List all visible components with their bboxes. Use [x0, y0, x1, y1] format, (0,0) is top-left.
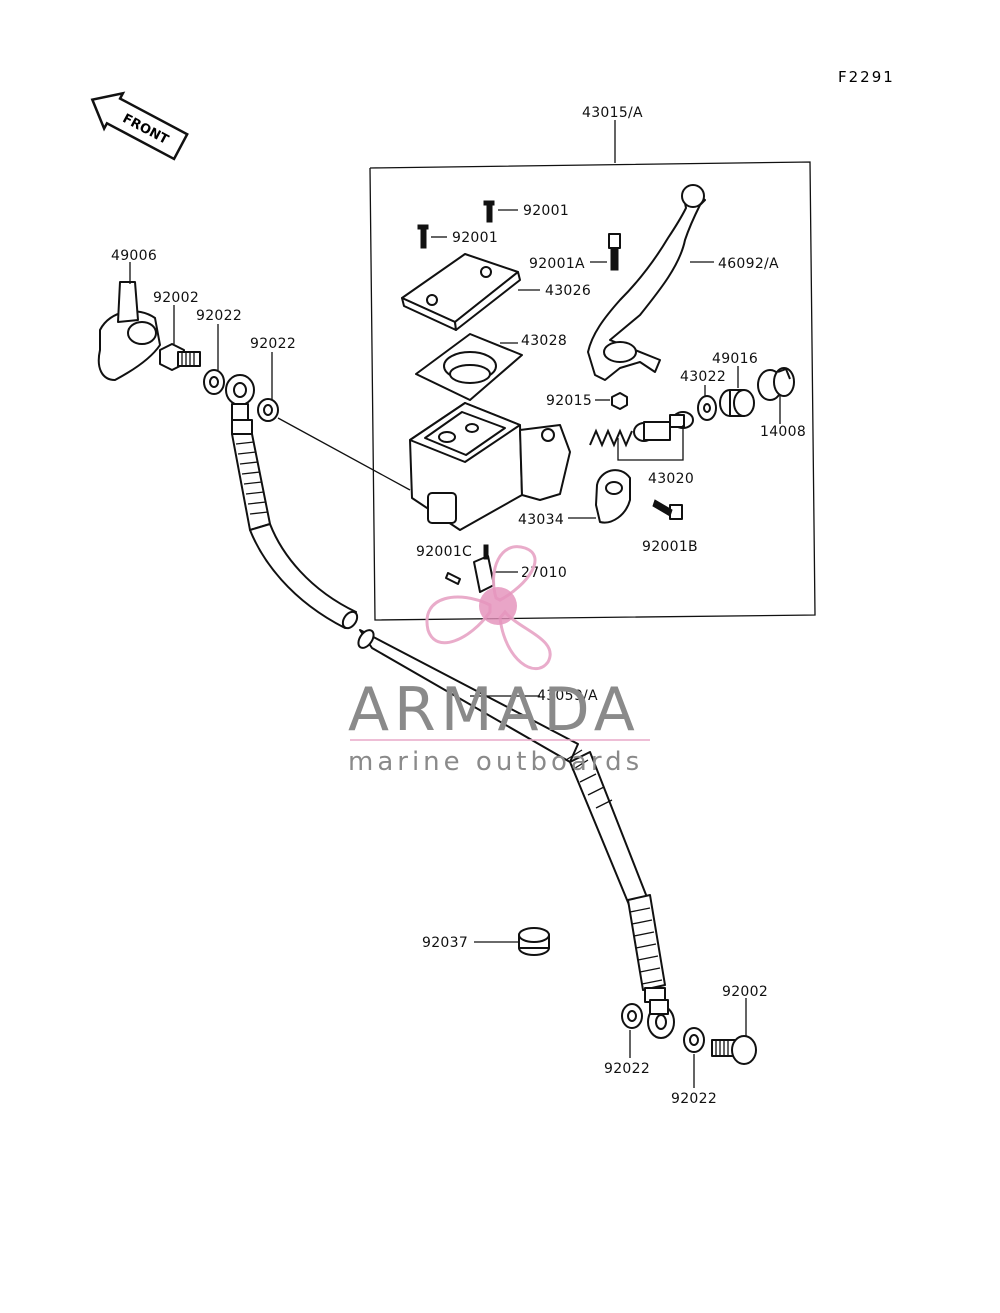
label-43034: 43034	[518, 512, 564, 528]
label-92022-bottom-2: 92022	[671, 1091, 717, 1107]
label-49006: 49006	[111, 248, 157, 264]
clamp-ring-14008	[757, 367, 795, 401]
label-92001A: 92001A	[529, 256, 585, 272]
watermark: ARMADA marine outboards	[348, 545, 650, 777]
nut-92015	[611, 392, 628, 410]
screw-92001-lower	[417, 224, 429, 249]
label-43015A: 43015/A	[582, 105, 643, 121]
propeller-logo	[425, 545, 552, 671]
pivot-bolt-92001A	[608, 233, 621, 271]
washer-43022	[697, 395, 717, 421]
watermark-tagline: marine outboards	[348, 747, 643, 777]
label-92037: 92037	[422, 935, 468, 951]
label-92001B: 92001B	[642, 539, 698, 555]
propeller-hub	[479, 587, 517, 625]
reservoir-cap-43026	[401, 253, 521, 331]
washer-92022-bottom-1	[621, 1003, 643, 1029]
banjo-bolt-92002-top	[159, 343, 201, 371]
label-14008: 14008	[760, 424, 806, 440]
label-92002-top: 92002	[153, 290, 199, 306]
label-92015: 92015	[546, 393, 592, 409]
label-43022: 43022	[680, 369, 726, 385]
brake-switch-27010	[473, 544, 495, 593]
banjo-fitting-bottom	[647, 999, 675, 1039]
spring-43020	[589, 428, 633, 448]
banjo-fitting-top	[225, 374, 255, 423]
label-49016: 49016	[712, 351, 758, 367]
connection-line	[277, 417, 411, 491]
front-arrow: FRONT	[90, 91, 189, 161]
label-46092A: 46092/A	[718, 256, 779, 272]
figure-code: F2291	[838, 68, 895, 86]
switch-screw-92001C	[445, 572, 461, 585]
piston-43020	[633, 411, 694, 442]
label-43026: 43026	[545, 283, 591, 299]
propeller-blade-top	[492, 545, 537, 602]
cap-49006	[97, 281, 161, 381]
label-92002-bottom: 92002	[722, 984, 768, 1000]
boot-49016	[719, 389, 755, 417]
washer-92022-top-1	[203, 369, 225, 395]
propeller-blade-right	[498, 609, 552, 671]
label-92022-top-1: 92022	[196, 308, 242, 324]
label-43028: 43028	[521, 333, 567, 349]
banjo-bolt-92002-bottom	[711, 1035, 757, 1065]
propeller-blade-left	[425, 595, 492, 645]
label-92001-lower: 92001	[452, 230, 498, 246]
washer-92022-bottom-2	[683, 1027, 705, 1053]
label-43020: 43020	[648, 471, 694, 487]
label-43059A: 43059/A	[537, 688, 598, 704]
leader-43020	[617, 425, 684, 461]
screw-92001-upper	[483, 200, 495, 223]
holder-43034	[595, 469, 631, 524]
brake-lever-46092A	[587, 184, 706, 381]
washer-92022-top-2	[257, 398, 279, 422]
bolt-92001B	[652, 499, 683, 520]
label-92022-top-2: 92022	[250, 336, 296, 352]
label-92001C: 92001C	[416, 544, 472, 560]
watermark-brand: ARMADA	[348, 675, 640, 745]
master-cylinder-body	[409, 402, 571, 531]
grommet-92037	[518, 927, 550, 956]
hose-upper	[231, 419, 359, 630]
diaphragm-43028	[415, 333, 523, 401]
hose-43059A	[357, 629, 666, 1003]
label-92022-bottom-1: 92022	[604, 1061, 650, 1077]
label-92001-upper: 92001	[523, 203, 569, 219]
